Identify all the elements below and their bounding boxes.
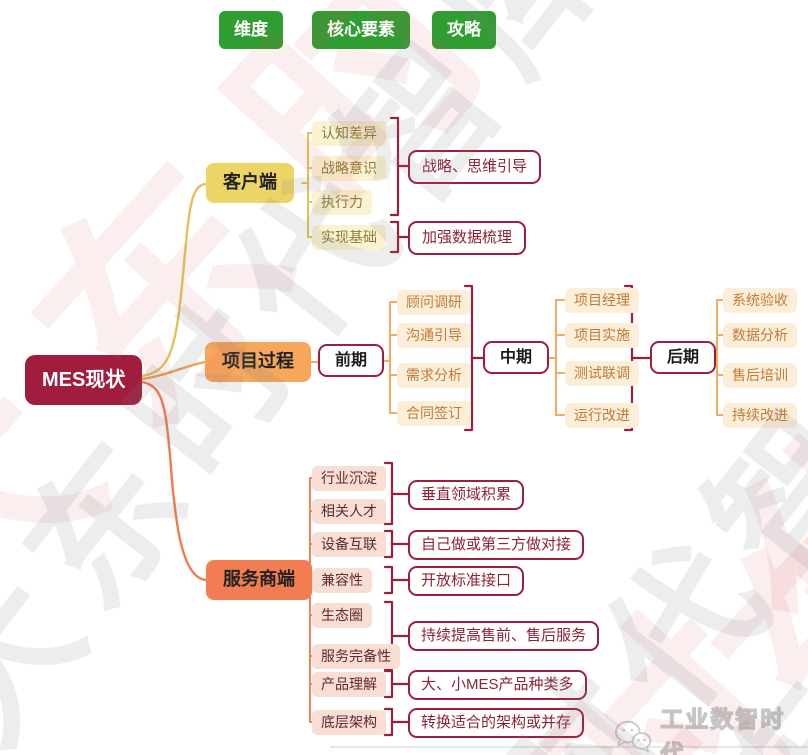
branch-vendor[interactable]: 服务商端 bbox=[206, 560, 312, 600]
vendor-strategy-vertical-domain[interactable]: 垂直领域积累 bbox=[408, 480, 525, 510]
vendor-dim-product-understanding[interactable]: 产品理解 bbox=[312, 672, 386, 697]
late-item-data-analysis[interactable]: 数据分析 bbox=[723, 323, 797, 348]
early-item-communication[interactable]: 沟通引导 bbox=[397, 323, 471, 348]
root-node-mes-status[interactable]: MES现状 bbox=[25, 355, 143, 405]
phase-early[interactable]: 前期 bbox=[318, 344, 385, 378]
root-branch-connectors bbox=[140, 182, 208, 582]
early-item-requirement-analysis[interactable]: 需求分析 bbox=[397, 363, 471, 388]
group-brackets bbox=[383, 116, 652, 737]
publisher-logo-text: 工业数智时代 bbox=[660, 700, 808, 755]
vendor-strategy-architecture-switch[interactable]: 转换适合的架构或并存 bbox=[408, 708, 585, 738]
late-item-system-acceptance[interactable]: 系统验收 bbox=[723, 288, 797, 313]
branch-project-process[interactable]: 项目过程 bbox=[205, 342, 311, 382]
late-item-after-sales-training[interactable]: 售后培训 bbox=[723, 363, 797, 388]
phase-middle[interactable]: 中期 bbox=[483, 341, 550, 375]
early-item-consultant-research[interactable]: 顾问调研 bbox=[397, 290, 471, 315]
vendor-strategy-improve-service[interactable]: 持续提高售前、售后服务 bbox=[408, 621, 600, 651]
client-dim-cognitive-gap[interactable]: 认知差异 bbox=[312, 121, 386, 146]
legend-chip-dimension[interactable]: 维度 bbox=[219, 11, 283, 50]
phase-late[interactable]: 后期 bbox=[650, 341, 717, 375]
legend-chip-strategy[interactable]: 攻略 bbox=[432, 11, 496, 50]
client-dim-foundation[interactable]: 实现基础 bbox=[312, 225, 386, 250]
client-strategy-guidance[interactable]: 战略、思维引导 bbox=[408, 150, 542, 184]
branch-client[interactable]: 客户端 bbox=[206, 163, 294, 203]
client-connectors bbox=[301, 132, 314, 238]
vendor-dim-ecosystem[interactable]: 生态圈 bbox=[312, 603, 372, 628]
early-item-contract-signing[interactable]: 合同签订 bbox=[397, 401, 471, 426]
middle-item-project-manager[interactable]: 项目经理 bbox=[565, 288, 639, 313]
publisher-logo: 工业数智时代 bbox=[613, 700, 808, 755]
middle-item-implementation[interactable]: 项目实施 bbox=[565, 323, 639, 348]
middle-item-operation-improve[interactable]: 运行改进 bbox=[565, 403, 639, 428]
client-strategy-data-sorting[interactable]: 加强数据梳理 bbox=[408, 221, 527, 255]
late-item-continuous-improve[interactable]: 持续改进 bbox=[723, 403, 797, 428]
chat-bubbles-icon bbox=[614, 720, 652, 753]
client-dim-execution[interactable]: 执行力 bbox=[312, 190, 372, 215]
legend-chip-core-element[interactable]: 核心要素 bbox=[312, 11, 410, 50]
vendor-dim-underlying-architecture[interactable]: 底层架构 bbox=[312, 710, 386, 735]
page-bottom-divider bbox=[330, 746, 808, 748]
vendor-strategy-diy-or-third-party[interactable]: 自己做或第三方做对接 bbox=[408, 530, 585, 560]
vendor-strategy-open-standard-interface[interactable]: 开放标准接口 bbox=[408, 566, 525, 596]
vendor-dim-industry-accumulation[interactable]: 行业沉淀 bbox=[312, 466, 386, 491]
middle-item-test-joint-debug[interactable]: 测试联调 bbox=[565, 361, 639, 386]
vendor-strategy-product-variety[interactable]: 大、小MES产品种类多 bbox=[408, 670, 587, 700]
client-dim-strategic-awareness[interactable]: 战略意识 bbox=[312, 156, 386, 181]
vendor-dim-service-completeness[interactable]: 服务完备性 bbox=[312, 644, 400, 669]
vendor-dim-device-interconnect[interactable]: 设备互联 bbox=[312, 532, 386, 557]
vendor-dim-compatibility[interactable]: 兼容性 bbox=[312, 568, 372, 593]
vendor-dim-talent[interactable]: 相关人才 bbox=[312, 499, 386, 524]
